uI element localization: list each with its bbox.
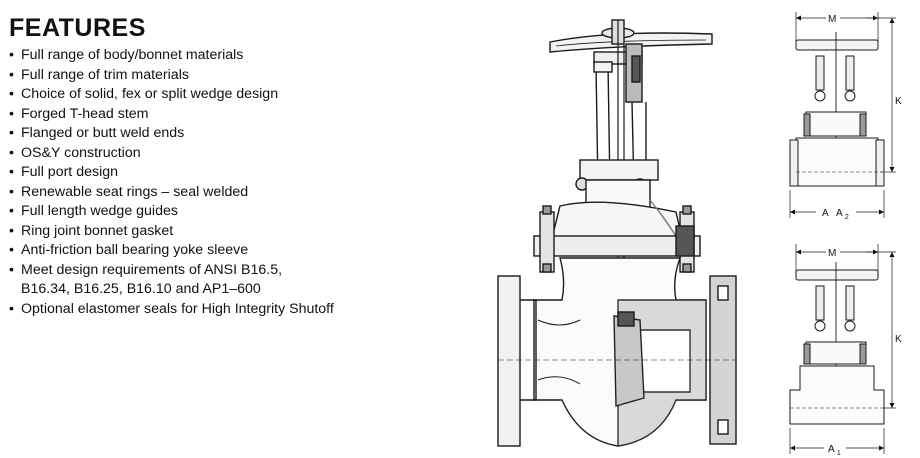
dimension-a-label: A [822, 208, 829, 219]
gate-valve-cross-section-drawing [497, 19, 737, 447]
dimension-a2-label: A [836, 208, 843, 219]
dimension-a1-subscript: 1 [837, 450, 841, 456]
feature-item: Optional elastomer seals for High Integr… [9, 300, 479, 320]
feature-item: Anti-friction ball bearing yoke sleeve [9, 241, 479, 261]
feature-item: Choice of solid, fex or split wedge desi… [9, 85, 479, 105]
feature-item: Renewable seat rings – seal welded [9, 183, 479, 203]
feature-item: OS&Y construction [9, 144, 479, 164]
features-section: FEATURES Full range of body/bonnet mater… [9, 14, 479, 319]
feature-item: Flanged or butt weld ends [9, 124, 479, 144]
dimension-k-label: K [895, 96, 902, 107]
dimension-a2-subscript: 2 [845, 214, 849, 221]
dimension-m-label: M [828, 248, 836, 259]
feature-item: Full length wedge guides [9, 202, 479, 222]
features-list: Full range of body/bonnet materials Full… [9, 46, 479, 319]
dimension-a1-label: A 1 [828, 444, 841, 456]
dimension-diagram-flanged: M K A A 2 [789, 10, 905, 221]
dimension-a1-letter: A [828, 444, 835, 455]
features-title: FEATURES [9, 14, 146, 42]
feature-item: Ring joint bonnet gasket [9, 222, 479, 242]
dimension-k-label: K [895, 334, 902, 345]
feature-item: Forged T-head stem [9, 105, 479, 125]
feature-item: Full range of trim materials [9, 66, 479, 86]
dimension-a-a2-label: A A 2 [822, 208, 849, 221]
feature-item: Meet design requirements of ANSI B16.5, [9, 261, 479, 281]
feature-item: Full range of body/bonnet materials [9, 46, 479, 66]
feature-item-continuation: B16.34, B16.25, B16.10 and AP1–600 [21, 281, 261, 297]
dimension-diagram-butt-weld: M K A 1 [789, 244, 905, 456]
feature-item: Full port design [9, 163, 479, 183]
dimension-m-label: M [828, 14, 836, 25]
